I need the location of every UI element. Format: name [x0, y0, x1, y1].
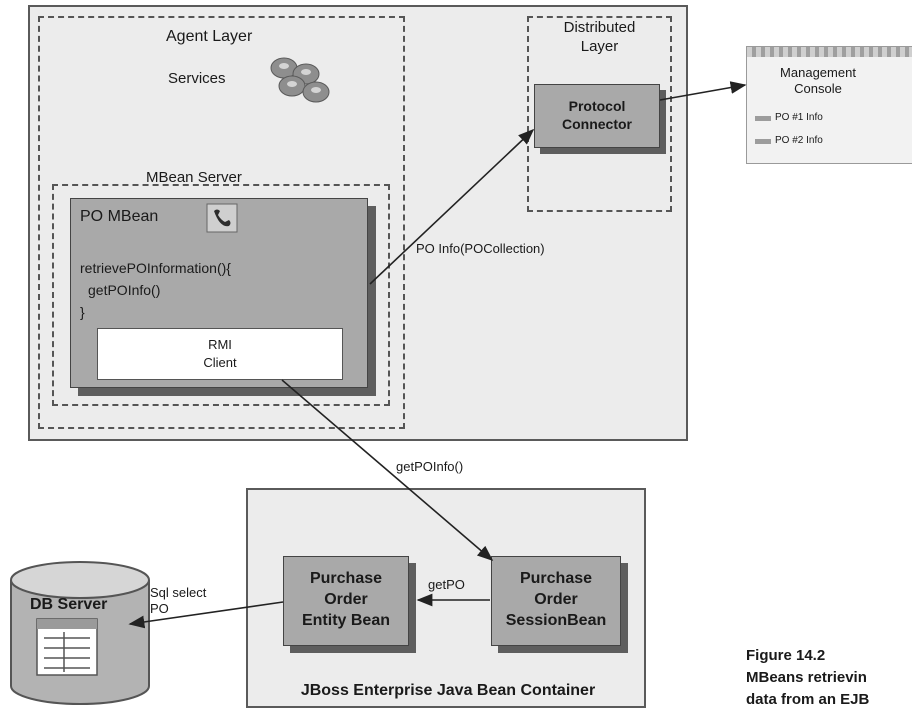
code-line-1: retrievePOInformation(){ — [80, 260, 231, 276]
rmi-client-line-1: RMI — [208, 337, 232, 352]
code-line-3: } — [80, 304, 85, 320]
code-line-2: getPOInfo() — [88, 282, 161, 298]
db-server-label: DB Server — [30, 596, 108, 613]
arrow-po-info — [369, 128, 535, 285]
session-bean-box: Purchase Order SessionBean — [491, 556, 621, 646]
get-po-info-label: getPOInfo() — [396, 459, 464, 474]
entity-bean-line-1: Purchase — [309, 570, 383, 587]
get-po-label: getPO — [428, 577, 465, 592]
mbean-server-label: MBean Server — [146, 169, 242, 186]
phone-icon — [206, 203, 238, 233]
arrow-get-po-info — [281, 379, 494, 562]
console-item-1: PO #1 Info — [775, 112, 823, 123]
management-console-window: Management Console PO #1 Info PO #2 Info — [746, 46, 912, 164]
entity-bean-line-3: Entity Bean — [301, 612, 390, 629]
session-bean-line-2: Order — [534, 591, 578, 608]
rmi-client-line-2: Client — [203, 355, 237, 370]
management-console-title: Management Console — [747, 65, 889, 97]
console-item-2: PO #2 Info — [775, 135, 823, 146]
figure-caption-label: Figure 14.2 — [746, 647, 826, 664]
distributed-layer-title: Distributed Layer — [527, 18, 672, 56]
session-bean-line-3: SessionBean — [505, 612, 607, 629]
sql-select-line-2: PO — [150, 601, 169, 616]
figure-caption-line-2: data from an EJB — [746, 691, 870, 708]
session-bean-line-1: Purchase — [519, 570, 593, 587]
protocol-connector-box: Protocol Connector — [534, 84, 660, 148]
protocol-connector-line-2: Connector — [562, 116, 632, 132]
arrow-to-console — [659, 81, 747, 101]
agent-layer-boundary — [38, 16, 405, 429]
distributed-layer-boundary — [527, 16, 672, 212]
distributed-title-line-2: Layer — [580, 38, 619, 55]
distributed-title-line-1: Distributed — [563, 19, 636, 36]
sql-select-label: Sql select PO — [150, 585, 206, 617]
entity-bean-box: Purchase Order Entity Bean — [283, 556, 409, 646]
entity-bean-line-2: Order — [324, 591, 368, 608]
console-item-2-bar — [755, 139, 771, 144]
sql-select-line-1: Sql select — [150, 585, 207, 600]
services-label: Services — [168, 70, 226, 87]
agent-layer-title: Agent Layer — [166, 28, 253, 45]
ejb-container-label: JBoss Enterprise Java Bean Container — [300, 682, 596, 699]
console-titlebar — [747, 47, 912, 57]
rmi-client-box: RMI Client — [97, 328, 343, 380]
mbean-server-boundary — [52, 184, 390, 406]
table-icon — [36, 618, 98, 676]
figure-caption-line-1: MBeans retrievin — [746, 669, 867, 686]
console-title-line-2: Console — [794, 81, 842, 96]
po-mbean-title: PO MBean — [80, 208, 159, 225]
console-title-line-1: Management — [780, 65, 856, 80]
protocol-connector-line-1: Protocol — [568, 98, 626, 114]
po-info-label: PO Info(POCollection) — [416, 241, 545, 256]
arrow-sql-select — [128, 601, 284, 629]
console-item-1-bar — [755, 116, 771, 121]
gears-icon — [270, 57, 330, 103]
